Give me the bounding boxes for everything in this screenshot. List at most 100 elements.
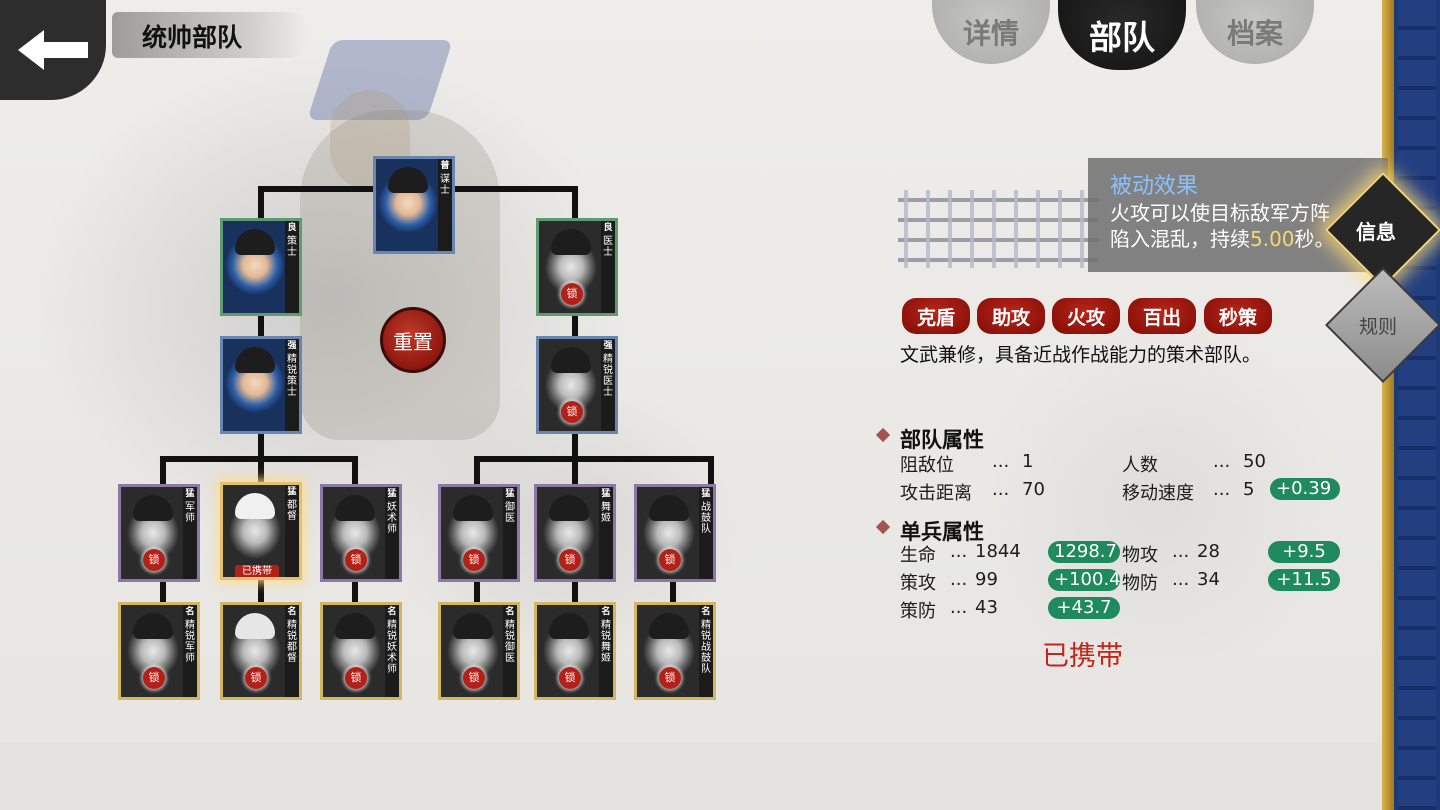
- unit-name-strip: 名精锐都督: [285, 605, 299, 697]
- lock-icon: 锁: [561, 401, 583, 423]
- lock-icon: 锁: [345, 667, 367, 689]
- unit-name-strip: 名精锐妖术师: [385, 605, 399, 697]
- trait-tag[interactable]: 助攻: [977, 298, 1045, 334]
- unit-name: 舞姬: [601, 502, 611, 524]
- stat-pdef-sep: ...: [1172, 569, 1190, 590]
- stat-patk-value: 28: [1197, 541, 1220, 562]
- connector: [474, 580, 480, 604]
- unit-card-tier3-4[interactable]: 猛御医 锁: [438, 484, 520, 582]
- unit-name-strip: 良策士: [285, 221, 299, 313]
- unit-name-strip: 名精锐舞姬: [599, 605, 613, 697]
- unit-grade: 名: [387, 607, 397, 617]
- unit-card-tier3-1[interactable]: 猛军师 锁: [118, 484, 200, 582]
- unit-grade: 普: [440, 161, 450, 171]
- unit-card-tier3-3[interactable]: 猛妖术师 锁: [320, 484, 402, 582]
- unit-hair: [235, 613, 275, 639]
- unit-card-tier4-5[interactable]: 名精锐舞姬 锁: [534, 602, 616, 700]
- unit-card-right-1[interactable]: 良医士 锁: [536, 218, 618, 316]
- connector: [572, 432, 578, 458]
- unit-name-strip: 强精锐医士: [601, 339, 615, 431]
- stat-sdef-sep: ...: [950, 597, 968, 618]
- lock-icon: 锁: [559, 549, 581, 571]
- back-arrow-icon: [18, 30, 88, 70]
- unit-card-tier3-6[interactable]: 猛战鼓队 锁: [634, 484, 716, 582]
- unit-card-left-1[interactable]: 良策士: [220, 218, 302, 316]
- stat-count-sep: ...: [1213, 451, 1231, 472]
- unit-card-tier4-2[interactable]: 名精锐都督 锁: [220, 602, 302, 700]
- page-title: 统帅部队: [142, 23, 243, 52]
- unit-card-tier4-3[interactable]: 名精锐妖术师 锁: [320, 602, 402, 700]
- border-pattern: [1398, 0, 1436, 810]
- passive-effect-tooltip: 被动效果 火攻可以使目标敌军方阵 陷入混乱，持续5.00秒。: [1088, 158, 1388, 272]
- unit-name: 精锐战鼓队: [701, 620, 711, 675]
- lock-icon: 锁: [245, 667, 267, 689]
- stat-hp-value: 1844: [975, 541, 1021, 562]
- lock-icon: 锁: [143, 667, 165, 689]
- stat-sdef-bonus: +43.7: [1048, 597, 1120, 619]
- stat-block-value: 1: [1022, 451, 1034, 472]
- unit-grade: 名: [505, 607, 515, 617]
- unit-grade: 猛: [185, 489, 195, 499]
- stat-speed-bonus: +0.39: [1270, 478, 1340, 500]
- unit-name-strip: 普谋士: [438, 159, 452, 251]
- unit-grade: 良: [287, 223, 297, 233]
- unit-grade: 猛: [287, 487, 297, 497]
- unit-name-strip: 名精锐御医: [503, 605, 517, 697]
- connector: [708, 456, 714, 486]
- unit-name-strip: 猛舞姬: [599, 487, 613, 579]
- unit-card-tier4-1[interactable]: 名精锐军师 锁: [118, 602, 200, 700]
- info-button-label: 信息: [1356, 220, 1396, 244]
- stat-speed-sep: ...: [1213, 479, 1231, 500]
- unit-grade: 猛: [701, 489, 711, 499]
- unit-card-tier4-6[interactable]: 名精锐战鼓队 锁: [634, 602, 716, 700]
- back-button[interactable]: [0, 0, 106, 100]
- unit-grade: 猛: [601, 489, 611, 499]
- stat-patk-bonus: +9.5: [1268, 541, 1340, 563]
- stat-speed-label: 移动速度: [1122, 483, 1194, 504]
- unit-hair: [235, 493, 275, 519]
- unit-name: 妖术师: [387, 502, 397, 535]
- stat-patk-sep: ...: [1172, 541, 1190, 562]
- troop-formation-image: [898, 190, 1098, 268]
- connector: [572, 580, 578, 604]
- connector: [572, 314, 578, 338]
- unit-hair: [649, 495, 689, 521]
- unit-grade: 猛: [505, 489, 515, 499]
- unit-name: 都督: [287, 500, 297, 522]
- troop-attributes-title: 部队属性: [900, 427, 984, 452]
- rules-button-label: 规则: [1359, 316, 1398, 338]
- unit-card-left-2[interactable]: 强精锐策士: [220, 336, 302, 434]
- unit-grade: 强: [603, 341, 613, 351]
- reset-button[interactable]: 重置: [380, 307, 446, 373]
- stat-count-value: 50: [1243, 451, 1266, 472]
- lock-icon: 锁: [659, 549, 681, 571]
- connector: [258, 432, 264, 458]
- stat-hp-label: 生命: [900, 545, 936, 566]
- trait-tag[interactable]: 火攻: [1052, 298, 1120, 334]
- trait-tag[interactable]: 百出: [1128, 298, 1196, 334]
- trait-tag[interactable]: 克盾: [902, 298, 970, 334]
- unit-card-right-2[interactable]: 强精锐医士 锁: [536, 336, 618, 434]
- stat-speed-value: 5: [1243, 479, 1255, 500]
- stat-sdef-value: 43: [975, 597, 998, 618]
- trait-tag[interactable]: 秒策: [1204, 298, 1272, 334]
- unit-name: 谋士: [440, 174, 450, 196]
- unit-name: 精锐都督: [287, 620, 297, 664]
- connector: [474, 456, 480, 486]
- stat-range-sep: ...: [992, 479, 1010, 500]
- tab-archive[interactable]: 档案: [1196, 0, 1314, 64]
- unit-hair: [335, 613, 375, 639]
- unit-hair: [133, 613, 173, 639]
- unit-card-tier4-4[interactable]: 名精锐御医 锁: [438, 602, 520, 700]
- unit-name-strip: 名精锐军师: [183, 605, 197, 697]
- lock-icon: 锁: [345, 549, 367, 571]
- lock-icon: 锁: [143, 549, 165, 571]
- unit-card-root[interactable]: 普谋士: [373, 156, 455, 254]
- right-border-strip: [1382, 0, 1440, 810]
- unit-hair: [551, 229, 591, 255]
- unit-card-tier3-2[interactable]: 猛都督 已携带: [220, 482, 302, 580]
- unit-name: 精锐舞姬: [601, 620, 611, 664]
- unit-grade: 名: [287, 607, 297, 617]
- unit-card-tier3-5[interactable]: 猛舞姬 锁: [534, 484, 616, 582]
- unit-name: 精锐妖术师: [387, 620, 397, 675]
